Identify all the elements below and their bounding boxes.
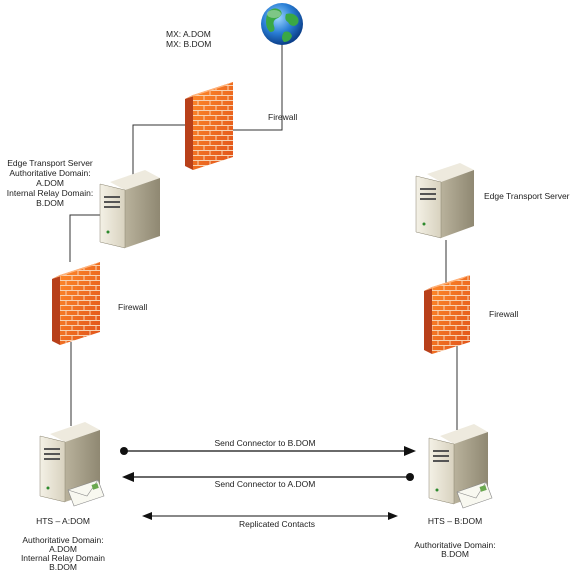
replicated-contacts-arrow: [142, 512, 398, 520]
hts-b-auth-label: Authoritative Domain:: [414, 540, 496, 550]
hts-a-relay-value: B.DOM: [49, 562, 77, 572]
edge-server-right-icon: [415, 163, 474, 239]
edge-server-left-title: Edge Transport Server: [7, 158, 93, 168]
edge-server-left-relay-label: Internal Relay Domain:: [6, 188, 94, 198]
link-firewall-to-edge: [132, 124, 185, 175]
network-links: [69, 45, 458, 430]
mx-record-a: MX: A.DOM: [166, 29, 211, 39]
firewall-top-icon: [185, 82, 233, 170]
edge-server-left-icon: [99, 170, 160, 249]
firewall-top-label: Firewall: [268, 112, 298, 122]
send-connector-to-a-label: Send Connector to A.DOM: [214, 479, 316, 489]
edge-server-left-auth-label: Authoritative Domain:: [9, 168, 91, 178]
hts-a-relay-label: Internal Relay Domain: [20, 553, 106, 563]
hts-a-auth-value: A.DOM: [49, 544, 77, 554]
edge-server-right-label: Edge Transport Server: [484, 191, 570, 201]
link-edge-to-firewall: [69, 214, 104, 262]
edge-server-left-auth-value: A.DOM: [36, 178, 64, 188]
mail-envelope-icon: [456, 481, 493, 509]
send-connector-to-b-label: Send Connector to B.DOM: [214, 438, 316, 448]
mx-record-b: MX: B.DOM: [166, 39, 212, 49]
hts-a-server-icon: [39, 422, 105, 507]
replicated-contacts-label: Replicated Contacts: [238, 519, 316, 529]
send-connector-to-a-arrow: [122, 472, 414, 482]
hts-b-server-icon: [428, 424, 493, 509]
hts-b-auth-value: B.DOM: [441, 549, 469, 559]
firewall-right-label: Firewall: [489, 309, 519, 319]
firewall-left-icon: [52, 262, 100, 345]
hts-a-auth-label: Authoritative Domain:: [22, 535, 104, 545]
hts-a-title: HTS – A:DOM: [36, 516, 90, 526]
firewall-right-icon: [424, 275, 470, 354]
send-connector-to-b-arrow: [120, 446, 416, 456]
hts-b-title: HTS – B:DOM: [427, 516, 483, 526]
edge-server-left-relay-value: B.DOM: [36, 198, 64, 208]
mail-envelope-icon: [67, 479, 105, 507]
link-globe-to-firewall: [233, 45, 283, 131]
firewall-left-label: Firewall: [118, 302, 148, 312]
internet-globe-icon: [261, 3, 303, 45]
